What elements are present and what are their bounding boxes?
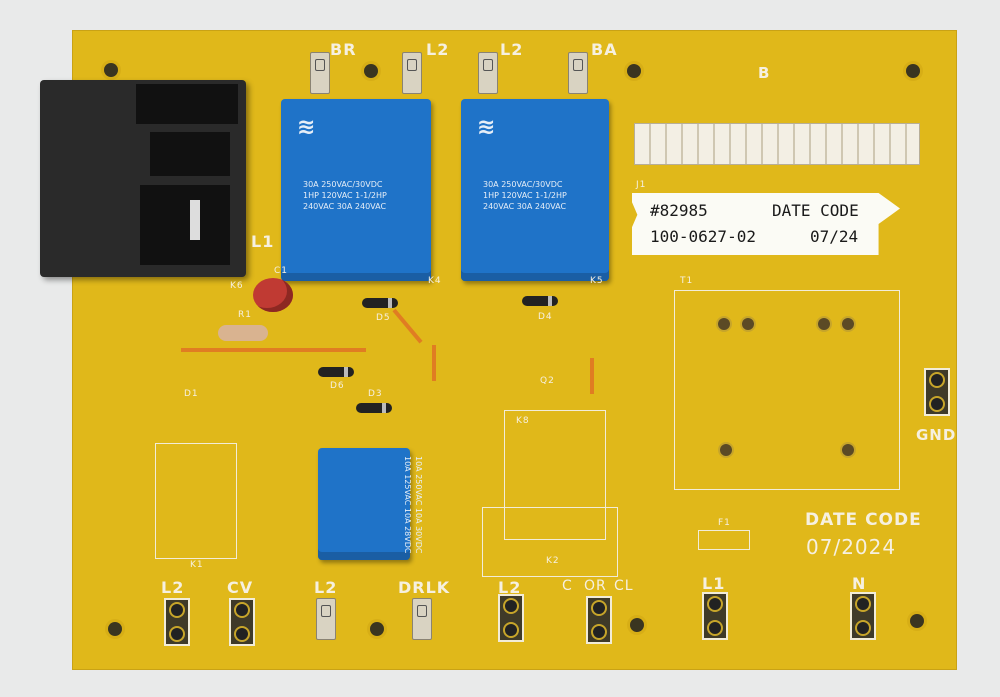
silk-d3: D3 xyxy=(368,389,383,399)
footprint-k2 xyxy=(482,507,618,577)
silk-c1: C1 xyxy=(274,266,289,276)
silk-c: C xyxy=(562,578,573,594)
diode-d6 xyxy=(318,367,354,377)
diode-d5 xyxy=(362,298,398,308)
terminal-e3 xyxy=(702,592,728,640)
silk-l2-bottom-c: L2 xyxy=(498,578,522,597)
terminal-e4 xyxy=(229,598,255,646)
relay-k4-rating: 30A 250VAC/30VDC 1HP 120VAC 1-1/2HP 240V… xyxy=(303,180,387,211)
silk-k8: K8 xyxy=(516,416,530,426)
silk-d6: D6 xyxy=(330,381,345,391)
silk-cl: CL xyxy=(614,578,634,594)
terminal-gnd xyxy=(924,368,950,416)
silk-d5: D5 xyxy=(376,313,391,323)
terminal-e1 xyxy=(498,594,524,642)
mounting-hole xyxy=(906,64,920,78)
pad xyxy=(742,318,754,330)
silk-date-code-value: 07/2024 xyxy=(806,535,897,559)
silk-l2-bottom-a: L2 xyxy=(161,578,185,597)
silk-l2-top-b: L2 xyxy=(500,40,524,59)
silk-t1: T1 xyxy=(680,276,694,286)
pad xyxy=(818,318,830,330)
silk-k2: K2 xyxy=(546,556,560,566)
relay-k4: ≋ 30A 250VAC/30VDC 1HP 120VAC 1-1/2HP 24… xyxy=(281,99,431,281)
terminal-e5 xyxy=(164,598,190,646)
power-relay-k6 xyxy=(40,80,246,277)
silk-d4: D4 xyxy=(538,312,553,322)
terminal-e6 xyxy=(850,592,876,640)
silk-date-code-title: DATE CODE xyxy=(805,510,922,530)
silk-l2-bottom-b: L2 xyxy=(314,578,338,597)
capacitor-c1 xyxy=(253,278,293,312)
label-model-number: 100-0627-02 xyxy=(650,227,756,246)
label-date-code-value: 07/24 xyxy=(810,227,859,246)
mounting-hole xyxy=(364,64,378,78)
trace xyxy=(181,348,366,352)
silk-drlk: DRLK xyxy=(398,578,451,597)
footprint-k1 xyxy=(155,443,237,559)
silk-n: N xyxy=(852,574,867,593)
silk-gnd: GND xyxy=(916,426,957,444)
terminal-e12 xyxy=(310,52,330,94)
trace xyxy=(590,358,594,394)
relay-brand-icon: ≋ xyxy=(297,115,316,140)
silk-k1: K1 xyxy=(190,560,204,570)
silk-or: OR xyxy=(584,578,607,594)
relay-brand-icon: ≋ xyxy=(477,115,496,140)
terminal-e8 xyxy=(412,598,432,640)
footprint-t1 xyxy=(674,290,900,490)
pad xyxy=(842,444,854,456)
relay-k5: ≋ 30A 250VAC/30VDC 1HP 120VAC 1-1/2HP 24… xyxy=(461,99,609,281)
terminal-e11 xyxy=(568,52,588,94)
silk-k4: K4 xyxy=(428,276,442,286)
silk-l2-top-a: L2 xyxy=(426,40,450,59)
label-part-number: #82985 xyxy=(650,201,708,220)
diode-d3 xyxy=(356,403,392,413)
relay-small: 10A 250VAC 10A 30VDC 10A 125VAC 10A 28VD… xyxy=(318,448,423,560)
silk-l1-top: L1 xyxy=(251,232,275,251)
silk-br: BR xyxy=(330,40,357,59)
trace xyxy=(432,345,436,381)
resistor-r1 xyxy=(218,325,268,341)
silk-k5: K5 xyxy=(590,276,604,286)
silk-j1: J1 xyxy=(636,180,647,190)
part-number-label: #82985 DATE CODE 100-0627-02 07/24 xyxy=(632,193,900,255)
footprint-f1 xyxy=(698,530,750,550)
pad xyxy=(718,318,730,330)
footprint-k8 xyxy=(504,410,606,540)
silk-ba: BA xyxy=(591,40,618,59)
silk-b: B xyxy=(758,64,771,82)
silk-f1: F1 xyxy=(718,518,731,528)
mounting-hole xyxy=(630,618,644,632)
silk-l1-bottom: L1 xyxy=(702,574,726,593)
terminal-e13 xyxy=(402,52,422,94)
silk-k6: K6 xyxy=(230,281,244,291)
label-date-code-title: DATE CODE xyxy=(772,201,859,220)
mounting-hole xyxy=(108,622,122,636)
silk-cv: CV xyxy=(227,578,254,597)
silk-q2: Q2 xyxy=(540,376,555,386)
mounting-hole xyxy=(627,64,641,78)
terminal-e9 xyxy=(316,598,336,640)
mounting-hole xyxy=(910,614,924,628)
terminal-e10 xyxy=(478,52,498,94)
relay-small-rating: 10A 250VAC 10A 30VDC 10A 125VAC 10A 28VD… xyxy=(403,456,423,554)
silk-r1: R1 xyxy=(238,310,252,320)
mounting-hole xyxy=(104,63,118,77)
diode-d4 xyxy=(522,296,558,306)
pad xyxy=(720,444,732,456)
mounting-hole xyxy=(370,622,384,636)
pad xyxy=(842,318,854,330)
terminal-e2 xyxy=(586,596,612,644)
silk-d1: D1 xyxy=(184,389,199,399)
relay-k5-rating: 30A 250VAC/30VDC 1HP 120VAC 1-1/2HP 240V… xyxy=(483,180,567,211)
ribbon-connector-j1 xyxy=(634,123,920,165)
